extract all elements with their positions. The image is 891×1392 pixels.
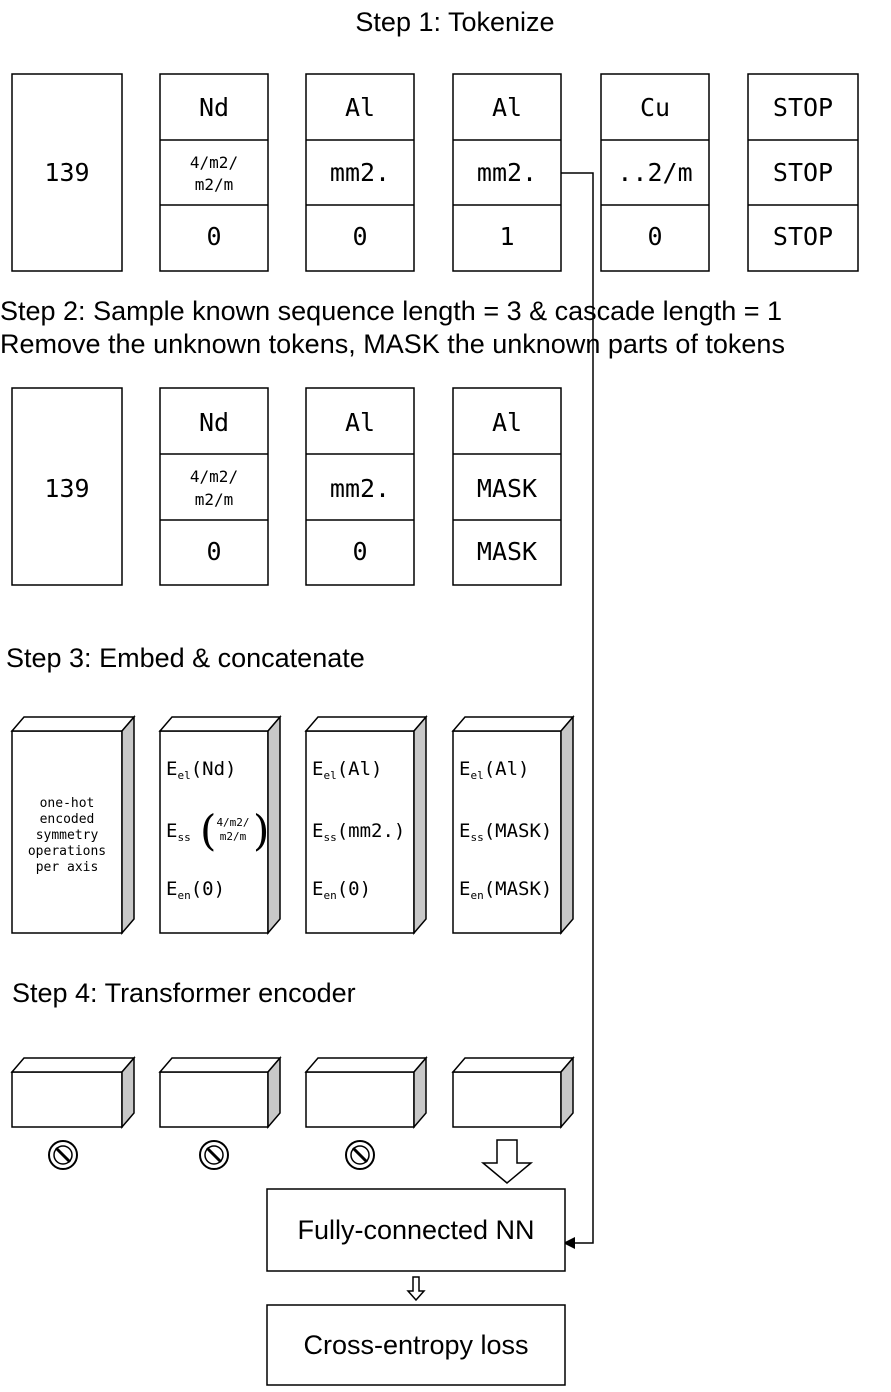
token-element: Al bbox=[345, 93, 375, 122]
encoder-output-2 bbox=[158, 1055, 282, 1130]
embed-sitesym-mask: Ess(MASK) bbox=[459, 820, 552, 844]
prohibited-icon bbox=[48, 1140, 78, 1170]
token-al-1: Al mm2. 1 bbox=[452, 73, 562, 272]
embed-enum-al: Een(0) bbox=[312, 878, 371, 902]
embed-sitesym-nd-line1: 4/m2/ bbox=[216, 816, 249, 829]
step1-title: Step 1: Tokenize bbox=[355, 7, 554, 37]
onehot-line-2: encoded bbox=[40, 812, 95, 827]
encoder-output-1 bbox=[10, 1055, 136, 1130]
embed-sitesym-al: Ess(mm2.) bbox=[312, 820, 405, 844]
token-enumeration: 0 bbox=[352, 222, 367, 251]
token-enumeration: 0 bbox=[206, 537, 221, 566]
right-paren: ) bbox=[253, 806, 269, 855]
down-arrow-icon bbox=[480, 1139, 534, 1184]
token-site-symmetry: STOP bbox=[773, 158, 833, 187]
step2-title-line1: Step 2: Sample known sequence length = 3… bbox=[0, 296, 782, 326]
embed-element-nd: Eel(Nd) bbox=[166, 758, 236, 782]
token-cu: Cu ..2/m 0 bbox=[600, 73, 710, 272]
embed-element-al-masked: Eel(Al) bbox=[459, 758, 529, 782]
onehot-line-4: operations bbox=[28, 844, 106, 859]
token-enumeration: 1 bbox=[499, 222, 514, 251]
fully-connected-box bbox=[266, 1188, 566, 1272]
masked-space-group-token bbox=[11, 387, 123, 586]
embed-sitesym-nd: Ess bbox=[166, 820, 191, 844]
embedding-block-al-masked: Eel(Al) Ess(MASK) Een(MASK) bbox=[451, 714, 575, 936]
token-site-symmetry-line1: 4/m2/ bbox=[190, 467, 238, 486]
embed-sitesym-nd-line2: m2/m bbox=[220, 830, 247, 843]
token-element: STOP bbox=[773, 93, 833, 122]
fully-connected-label: Fully-connected NN bbox=[297, 1215, 534, 1245]
token-site-symmetry: ..2/m bbox=[617, 158, 692, 187]
token-site-symmetry-line2: m2/m bbox=[195, 490, 234, 509]
token-enumeration: STOP bbox=[773, 222, 833, 251]
prohibited-icon bbox=[345, 1140, 375, 1170]
token-element: Al bbox=[492, 93, 522, 122]
token-site-symmetry-line2: m2/m bbox=[195, 175, 234, 194]
token-stop: STOP STOP STOP bbox=[747, 73, 859, 272]
token-enumeration-mask: MASK bbox=[477, 537, 537, 566]
masked-token-nd: Nd 4/m2/ m2/m 0 bbox=[159, 387, 269, 586]
embed-element-al: Eel(Al) bbox=[312, 758, 382, 782]
step2-title-line2: Remove the unknown tokens, MASK the unkn… bbox=[0, 329, 785, 359]
token-site-symmetry-mask: MASK bbox=[477, 474, 537, 503]
small-down-arrow-icon bbox=[406, 1276, 426, 1302]
encoder-output-4 bbox=[451, 1055, 575, 1130]
target-connector-line bbox=[561, 172, 594, 1244]
space-group-value: 139 bbox=[44, 158, 89, 187]
token-enumeration: 0 bbox=[647, 222, 662, 251]
embedding-block-symmetry: one-hot encoded symmetry operations per … bbox=[10, 714, 136, 936]
onehot-line-5: per axis bbox=[36, 860, 99, 875]
loss-box bbox=[266, 1304, 566, 1386]
step4-title: Step 4: Transformer encoder bbox=[12, 978, 356, 1008]
token-element: Cu bbox=[640, 93, 670, 122]
token-site-symmetry: mm2. bbox=[330, 474, 390, 503]
token-site-symmetry: mm2. bbox=[477, 158, 537, 187]
token-element: Nd bbox=[199, 93, 229, 122]
embedding-block-nd: Eel(Nd) Ess ( 4/m2/ m2/m ) Een(0) bbox=[158, 714, 282, 936]
token-element: Al bbox=[492, 408, 522, 437]
token-enumeration: 0 bbox=[206, 222, 221, 251]
token-element: Al bbox=[345, 408, 375, 437]
space-group-token bbox=[11, 73, 123, 272]
embedding-block-al-0: Eel(Al) Ess(mm2.) Een(0) bbox=[304, 714, 428, 936]
token-site-symmetry-line1: 4/m2/ bbox=[190, 153, 238, 172]
token-nd: Nd 4/m2/ m2/m 0 bbox=[159, 73, 269, 272]
masked-token-al-0: Al mm2. 0 bbox=[305, 387, 415, 586]
token-site-symmetry: mm2. bbox=[330, 158, 390, 187]
masked-token-al-1: Al MASK MASK bbox=[452, 387, 562, 586]
encoder-output-3 bbox=[304, 1055, 428, 1130]
embed-enum-mask: Een(MASK) bbox=[459, 878, 552, 902]
left-paren: ( bbox=[200, 806, 216, 855]
loss-label: Cross-entropy loss bbox=[303, 1330, 528, 1360]
prohibited-icon bbox=[199, 1140, 229, 1170]
onehot-line-1: one-hot bbox=[40, 796, 95, 811]
masked-space-group-value: 139 bbox=[44, 474, 89, 503]
target-arrowhead bbox=[563, 1237, 575, 1249]
token-enumeration: 0 bbox=[352, 537, 367, 566]
onehot-line-3: symmetry bbox=[36, 828, 99, 843]
token-al-0: Al mm2. 0 bbox=[305, 73, 415, 272]
token-element: Nd bbox=[199, 408, 229, 437]
embed-enum-nd: Een(0) bbox=[166, 878, 225, 902]
step3-title: Step 3: Embed & concatenate bbox=[6, 643, 365, 673]
